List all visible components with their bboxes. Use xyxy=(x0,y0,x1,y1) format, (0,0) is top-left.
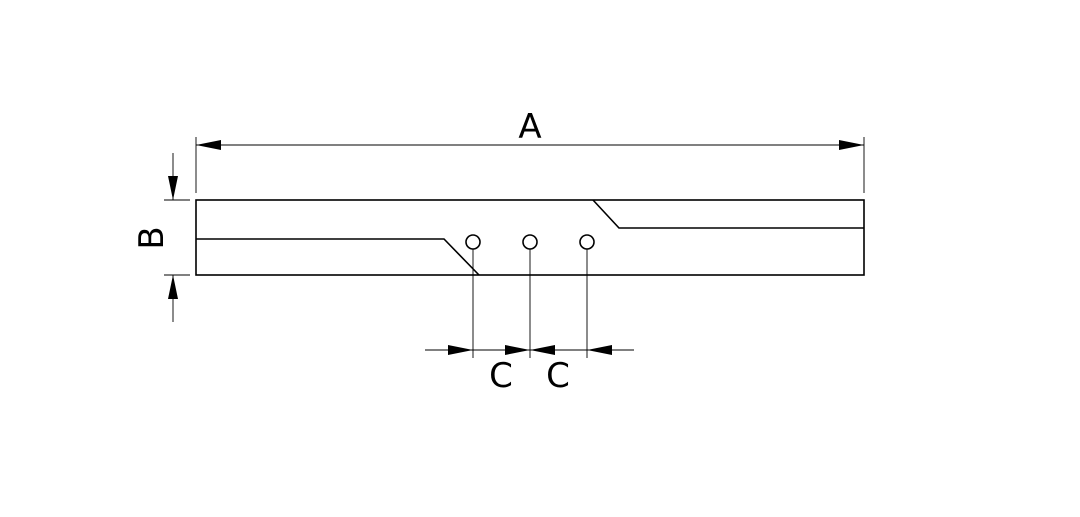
dim-c-arrow-3 xyxy=(530,345,555,355)
right-cutting-edge xyxy=(592,199,864,229)
mounting-hole-left xyxy=(465,234,481,250)
dim-c-arrow-4 xyxy=(587,345,612,355)
dim-c-label-1: C xyxy=(489,356,513,396)
mounting-hole-center xyxy=(522,234,538,250)
dim-c-label-2: C xyxy=(546,356,570,396)
dim-a-arrow-right xyxy=(839,140,864,150)
left-cutting-edge xyxy=(196,238,480,276)
dim-b-arrow-bottom xyxy=(168,275,178,299)
dim-a-label: A xyxy=(518,107,541,147)
dim-c-arrow-2 xyxy=(505,345,530,355)
mounting-hole-right xyxy=(579,234,595,250)
dim-c-arrow-1 xyxy=(448,345,473,355)
dim-a-arrow-left xyxy=(196,140,221,150)
dim-b-arrow-top xyxy=(168,176,178,200)
dim-b-label: B xyxy=(132,226,172,249)
